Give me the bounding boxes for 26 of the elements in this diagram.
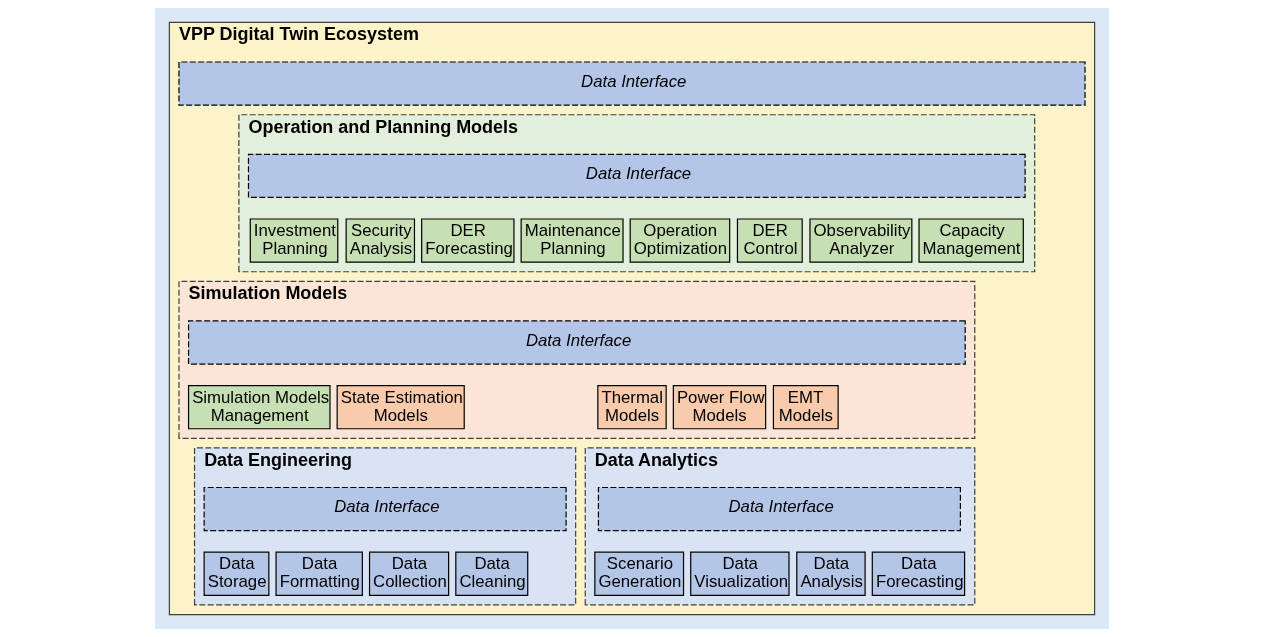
node-box: Capacity Management: [918, 218, 1024, 263]
node-box: Data Formatting: [275, 551, 363, 596]
node-box: Data Analysis: [796, 551, 866, 596]
node-box: Security Analysis: [345, 218, 416, 263]
node-box: Observability Analyzer: [809, 218, 913, 263]
node-box: Data Cleaning: [455, 551, 529, 596]
node-box: Data Interface: [203, 486, 567, 532]
node-box: Thermal Models: [597, 385, 667, 430]
node-box: Data Interface: [178, 61, 1086, 106]
node-box: Investment Planning: [249, 218, 339, 263]
node-box: Power Flow Models: [672, 385, 767, 430]
node-box: EMT Models: [772, 385, 839, 430]
node-box: Simulation Models Management: [187, 385, 331, 430]
node-box: Data Forecasting: [871, 551, 966, 596]
node-box: Data Interface: [247, 153, 1026, 199]
node-box: Data Collection: [368, 551, 450, 596]
node-box: Data Interface: [597, 486, 961, 532]
node-box: Data Visualization: [690, 551, 790, 596]
node-box: DER Control: [736, 218, 803, 263]
node-box: Operation Optimization: [629, 218, 731, 263]
node-box: Scenario Generation: [594, 551, 685, 596]
node-box: Maintenance Planning: [520, 218, 624, 263]
node-box: DER Forecasting: [421, 218, 515, 263]
node-box: State Estimation Models: [336, 385, 465, 430]
node-box: Data Interface: [187, 320, 966, 365]
node-box: Data Storage: [203, 551, 270, 596]
